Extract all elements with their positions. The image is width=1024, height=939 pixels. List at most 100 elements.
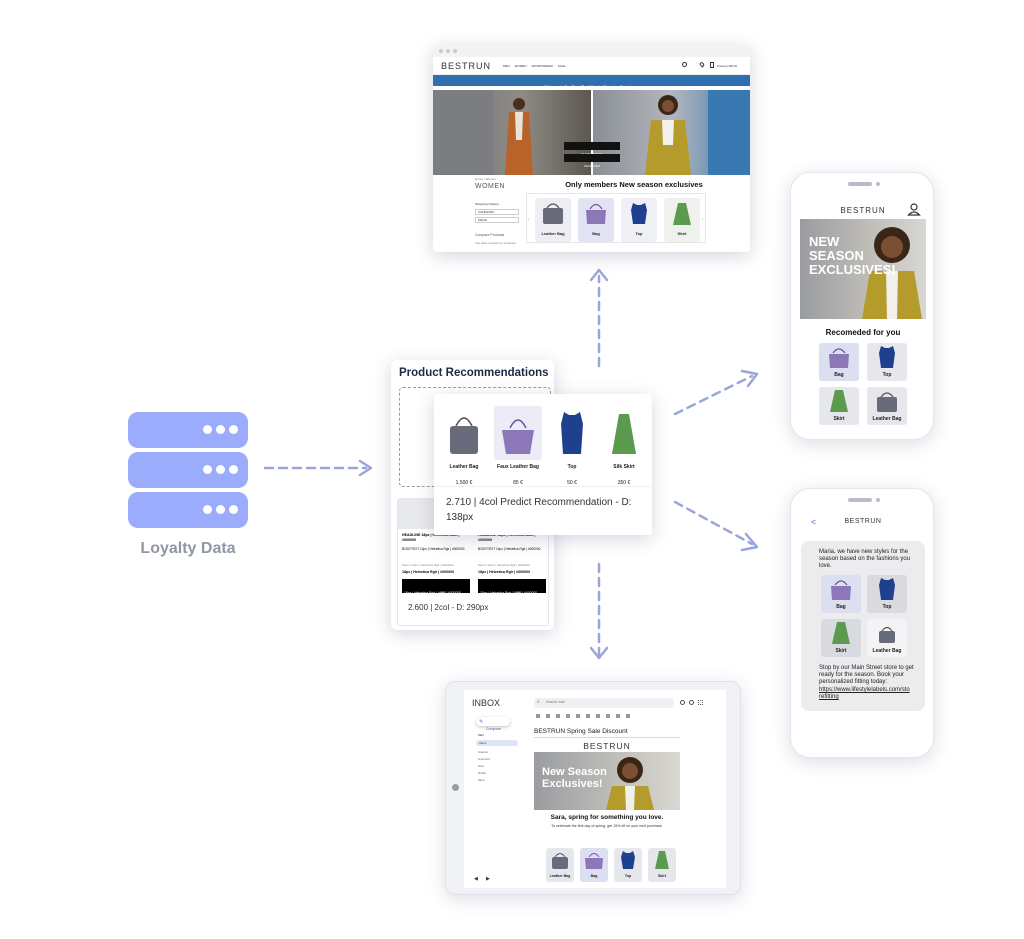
web-product-skirt[interactable]: [664, 198, 700, 242]
sms-link[interactable]: https://www.lifestylelabels.com/storefit…: [819, 687, 910, 700]
label-icon[interactable]: [616, 714, 620, 718]
col2-link[interactable]: https:// 10px | Helvetica Rglr | #dddddd: [478, 563, 530, 567]
cart-summary[interactable]: 0 item(s) $0.00: [717, 64, 738, 68]
toolbar-icons: [680, 700, 703, 705]
email-product-skirt[interactable]: [648, 848, 676, 882]
bag-icon: [831, 580, 851, 600]
arrow-to-sms: [673, 500, 754, 546]
folder-snoozed[interactable]: Snoozed: [478, 757, 490, 761]
more-icon[interactable]: [626, 714, 630, 718]
filter-select-category[interactable]: CATEGORY: [475, 209, 519, 215]
apps-icon[interactable]: [698, 700, 703, 705]
email-product-leather-bag[interactable]: [546, 848, 574, 882]
sms-product-top[interactable]: [867, 575, 907, 613]
spam-icon[interactable]: [556, 714, 560, 718]
sms-message-bottom: Stop by our Main Street store to get rea…: [819, 665, 914, 685]
search-bar[interactable]: ⌕ Search mail: [534, 698, 674, 708]
phone-sms: < BESTRUN Maria, we have new styles for …: [790, 488, 934, 758]
settings-icon[interactable]: [689, 700, 694, 705]
breadcrumb[interactable]: Home / Women: [475, 177, 496, 181]
archive-icon[interactable]: [546, 714, 550, 718]
col2-button[interactable]: 18px | Helvetica Rglr | #ffffff | #00000…: [478, 579, 546, 595]
app-product-skirt[interactable]: [819, 387, 859, 425]
delete-icon[interactable]: [566, 714, 570, 718]
web-product-leather-bag[interactable]: [535, 198, 571, 242]
back-icon[interactable]: [536, 714, 540, 718]
rec-label-top: Top: [567, 464, 577, 470]
task-icon[interactable]: [596, 714, 600, 718]
help-icon[interactable]: [680, 700, 685, 705]
search-icon[interactable]: [682, 62, 687, 67]
sms-product-leather-bag[interactable]: [867, 619, 907, 657]
sms-product-skirt[interactable]: [821, 619, 861, 657]
prev-arrow-icon[interactable]: ◀: [474, 876, 478, 882]
email-body: To celebrate the first day of spring, ge…: [551, 824, 663, 828]
folder-more[interactable]: More: [478, 778, 485, 782]
nav-sportswear[interactable]: SPORTSWEAR: [531, 64, 553, 68]
app-label-top: Top: [882, 372, 892, 378]
shop-men-button[interactable]: SHOP MEN: [564, 154, 620, 168]
web-product-bag[interactable]: [578, 198, 614, 242]
email-hero-image: New Season Exclusives!: [534, 752, 680, 810]
app-label-leather-bag: Leather Bag: [872, 416, 902, 422]
leather-bag-icon: [879, 626, 895, 643]
carousel-frame: [526, 193, 706, 243]
col1-link[interactable]: https:// 10px | Helvetica Rglr | #dddddd: [402, 563, 454, 567]
col1-button[interactable]: 18px | Helvetica Rglr | #ffffff | #00000…: [402, 579, 470, 595]
app-product-top[interactable]: [867, 343, 907, 381]
folder-inbox[interactable]: Inbox: [476, 740, 518, 746]
col2-button-label: 18px | Helvetica Rglr | #ffffff | #00000…: [480, 591, 538, 595]
next-arrow-icon[interactable]: ▶: [486, 876, 490, 882]
email-screen: INBOX Compose ✎ Mail Inbox Starred Snooz…: [464, 690, 726, 888]
folder-starred[interactable]: Starred: [478, 750, 488, 754]
email-label-skirt: Skirt: [658, 874, 666, 878]
email-hero-line-2: Exclusives!: [542, 778, 603, 790]
filter-select-price[interactable]: PRICE: [475, 217, 519, 223]
user-icon[interactable]: [907, 202, 921, 216]
rec-product-faux-leather-bag[interactable]: [494, 406, 542, 460]
rec-product-top[interactable]: [548, 406, 596, 460]
compose-button[interactable]: Compose: [476, 717, 510, 731]
move-icon[interactable]: [606, 714, 610, 718]
rec-product-silk-skirt[interactable]: [600, 406, 648, 460]
web-product-top[interactable]: [621, 198, 657, 242]
chevron-right-icon[interactable]: ›: [702, 217, 703, 221]
sms-back-button[interactable]: <: [811, 517, 817, 527]
nav-women[interactable]: WOMEN: [514, 64, 527, 68]
phone-speaker: [848, 498, 872, 502]
app-hero-line-1: NEW: [809, 234, 840, 249]
app-product-leather-bag[interactable]: [867, 387, 907, 425]
email-product-bag[interactable]: [580, 848, 608, 882]
web-label-skirt: Skirt: [677, 231, 687, 236]
folder-drafts[interactable]: Drafts: [478, 771, 487, 775]
rec-product-leather-bag[interactable]: [440, 406, 488, 460]
bag-icon: [829, 348, 849, 368]
nav-men[interactable]: MEN: [503, 64, 510, 68]
top-icon: [879, 578, 895, 600]
web-label-leather-bag: Leather Bag: [541, 231, 565, 236]
app-product-bag[interactable]: [819, 343, 859, 381]
snooze-icon[interactable]: [586, 714, 590, 718]
location-icon[interactable]: [698, 61, 706, 68]
website-brand[interactable]: BESTRUN: [441, 61, 492, 71]
app-label-skirt: Skirt: [833, 416, 845, 422]
four-col-caption: 2.710 | 4col Predict Recommendation - D:…: [446, 497, 632, 523]
sms-product-bag[interactable]: [821, 575, 861, 613]
folder-mail[interactable]: Mail: [478, 733, 484, 737]
top-icon: [631, 203, 647, 224]
col2-sub: 18px | Helvetica Rglr | #000000: [478, 570, 531, 574]
filter-price-label: PRICE: [478, 218, 488, 222]
shop-women-button[interactable]: SHOP WOMEN: [564, 142, 620, 156]
tablet-home-button[interactable]: [452, 784, 459, 791]
folder-sent[interactable]: Sent: [478, 764, 485, 768]
email-product-top[interactable]: [614, 848, 642, 882]
col1-sub: 18px | Helvetica Rglr | #000000: [402, 570, 455, 574]
recommendations-title: Product Recommendations: [399, 367, 549, 379]
email-label-leather-bag: Leather Bag: [549, 874, 571, 878]
account-icon[interactable]: [710, 62, 714, 68]
chevron-left-icon[interactable]: ‹: [528, 217, 529, 221]
app-rec-title: Recomeded for you: [825, 328, 901, 337]
search-icon: ⌕: [537, 699, 540, 705]
mark-icon[interactable]: [576, 714, 580, 718]
nav-sale[interactable]: SALE: [557, 64, 566, 68]
